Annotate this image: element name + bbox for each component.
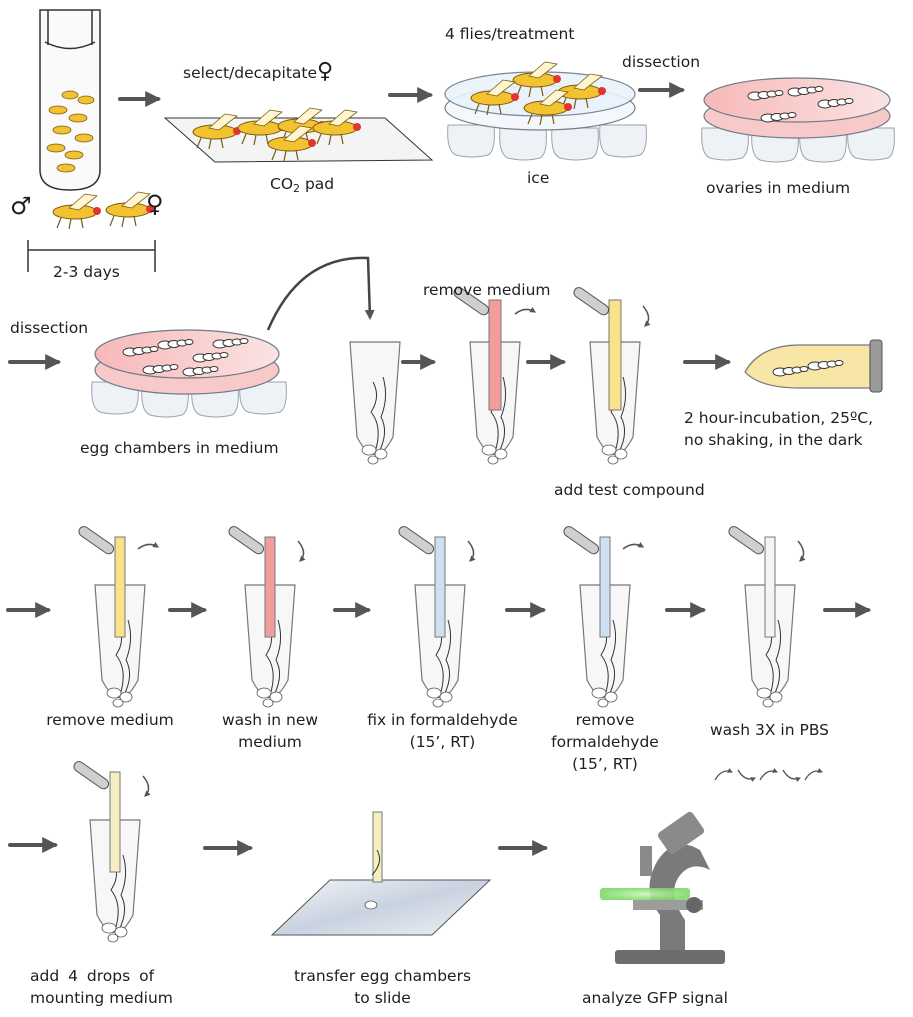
dissection-label: dissection (10, 319, 89, 337)
egg-chambers-label: egg chambers in medium (80, 439, 279, 457)
remove-formaldehyde-label-line3: (15’, RT) (572, 755, 638, 773)
tube-remove-medium (451, 285, 537, 465)
mating-flies (52, 191, 155, 230)
tube-remove-medium-2 (76, 524, 160, 708)
duration-label: 2-3 days (53, 263, 120, 281)
wash-new-medium-label-line1: wash in new (221, 711, 319, 729)
transfer-label-line1: transfer egg chambers (293, 967, 472, 985)
transfer-label-line2: to slide (354, 989, 411, 1007)
incubation-tube (744, 339, 883, 393)
tube-wash-pbs (726, 524, 806, 708)
flies-per-treatment-label: 4 flies/treatment (445, 25, 575, 43)
add-test-compound-label: add test compound (554, 481, 705, 499)
remove-formaldehyde-label-line1: remove (575, 711, 635, 729)
fix-formaldehyde-label-line2: (15’, RT) (409, 733, 476, 751)
transfer-arrow (266, 256, 375, 331)
co2-pad-label: CO2 pad (270, 175, 335, 195)
microscope-icon (600, 811, 725, 964)
tube-red-medium (349, 341, 401, 465)
remove-formaldehyde-label-line2: formaldehyde (551, 733, 659, 751)
fly-vial (39, 9, 101, 191)
male-icon: ♂ (10, 192, 32, 220)
tube-wash-medium (226, 524, 306, 708)
tube-add-compound (571, 285, 651, 465)
mounting-label-line2: mounting medium (30, 989, 173, 1007)
remove-medium-label: remove medium (423, 281, 551, 299)
ovaries-label: ovaries in medium (706, 179, 851, 197)
ice-label: ice (527, 169, 550, 187)
fix-formaldehyde-label-line1: fix in formaldehyde (367, 711, 518, 729)
mounting-label-line1: add 4 drops of (30, 967, 155, 985)
wash-new-medium-label-line2: medium (238, 733, 302, 751)
tube-mounting-medium (71, 759, 151, 943)
dissection-label: dissection (622, 53, 701, 71)
duration-bracket (27, 240, 156, 272)
ice-dish-flies (444, 61, 647, 161)
tube-fix-formaldehyde (396, 524, 476, 708)
incubation-label-line2: no shaking, in the dark (684, 431, 863, 449)
analyze-gfp-label: analyze GFP signal (582, 989, 728, 1007)
wash-pbs-label: wash 3X in PBS (710, 721, 830, 739)
remove-medium-label: remove medium (46, 711, 174, 729)
glass-slide (270, 811, 492, 936)
incubation-label-line1: 2 hour-incubation, 25ºC, (684, 409, 874, 427)
wash-repeat-arrows (714, 768, 823, 782)
tube-remove-formaldehyde (561, 524, 645, 708)
select-decapitate-label: select/decapitate♀ (183, 59, 334, 84)
female-icon: ♀ (146, 190, 164, 218)
egg-chamber-dish (91, 329, 287, 418)
co2-pad (163, 107, 434, 163)
female-icon: ♀ (317, 59, 334, 84)
ice-dish-ovaries (701, 77, 895, 163)
